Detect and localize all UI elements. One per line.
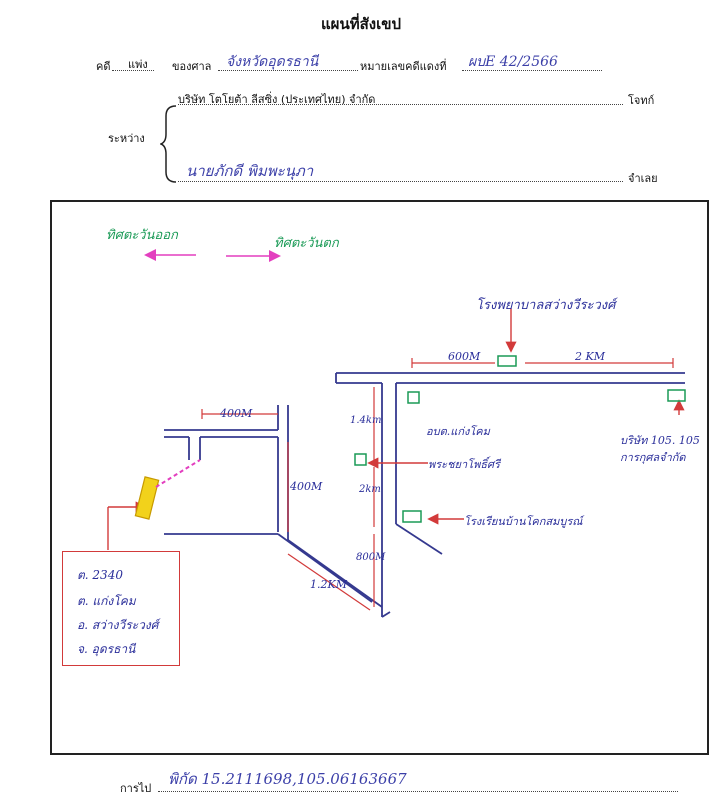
red-case-line bbox=[462, 70, 602, 71]
court-line bbox=[218, 70, 358, 71]
road-main-top bbox=[335, 372, 685, 384]
distance-2km-side: 2km bbox=[359, 484, 381, 495]
court-label: ของศาล bbox=[172, 60, 212, 73]
office-building-icon bbox=[407, 391, 420, 404]
distance-1-2km: 1.2KM bbox=[310, 578, 347, 591]
bracket bbox=[160, 105, 177, 183]
between-label: ระหว่าง bbox=[108, 132, 145, 145]
plaintiff-role: โจทก์ bbox=[628, 94, 655, 107]
plaintiff-name: บริษัท โตโยต้า ลีสซิ่ง (ประเทศไทย) จำกัด bbox=[178, 93, 376, 106]
distance-400m-side: 400M bbox=[290, 480, 323, 493]
note-line-4: จ. อุดรธานี bbox=[77, 642, 136, 656]
legend-left-label: ทิศตะวันออก bbox=[106, 228, 178, 243]
distance-600m: 600M bbox=[448, 350, 481, 363]
coords-value: พิกัด 15.2111698,105.06163667 bbox=[168, 770, 407, 788]
location-note-box: ต. 2340 ต. แก่งโคม อ. สว่างวีระวงศ์ จ. อ… bbox=[62, 551, 180, 666]
defendant-name: นายภักดี พิมพะนุภา bbox=[186, 162, 314, 180]
school-building-icon bbox=[402, 510, 422, 523]
company-label: บริษัท 105. 105 bbox=[620, 434, 700, 447]
note-line-3: อ. สว่างวีระวงศ์ bbox=[77, 618, 159, 632]
case-type-line bbox=[112, 70, 154, 71]
legend-right-label: ทิศตะวันตก bbox=[274, 236, 339, 251]
note-line-2: ต. แก่งโคม bbox=[77, 594, 136, 608]
note-line-1: ต. 2340 bbox=[77, 568, 123, 582]
red-case-value: ผบE 42/2566 bbox=[468, 54, 558, 70]
map-frame: ทิศตะวันออก ทิศตะวันตก โรงพยาบาลสว่างวีร… bbox=[50, 200, 709, 755]
defendant-line bbox=[178, 181, 623, 182]
coords-line bbox=[158, 791, 678, 792]
plaintiff-line bbox=[178, 104, 623, 105]
distance-400m-top: 400M bbox=[220, 407, 253, 420]
school-label: โรงเรียนบ้านโคกสมบูรณ์ bbox=[464, 515, 583, 528]
road-side-left bbox=[164, 405, 383, 608]
temple-label: พระชยาโพธิ์ศรี bbox=[428, 458, 500, 471]
house-location-icon bbox=[134, 476, 160, 520]
distance-1-4km: 1.4km bbox=[350, 415, 382, 426]
map-drawing bbox=[107, 249, 686, 618]
distance-800m: 800M bbox=[356, 552, 386, 563]
distance-2km: 2 KM bbox=[575, 350, 605, 363]
red-case-label: หมายเลขคดีแดงที่ bbox=[360, 60, 447, 73]
hospital-label: โรงพยาบาลสว่างวีระวงศ์ bbox=[476, 298, 616, 313]
company-building-icon bbox=[667, 389, 686, 402]
dimension-lines bbox=[201, 358, 674, 611]
office-label: อบต.แก่งโคม bbox=[426, 425, 490, 438]
house-access-path bbox=[155, 459, 201, 488]
hospital-building-icon bbox=[497, 355, 517, 367]
case-label: คดี bbox=[96, 60, 111, 73]
road-vertical-center bbox=[381, 383, 443, 618]
coords-label: การไป bbox=[120, 782, 152, 795]
company-sublabel: การกุศลจำกัด bbox=[620, 451, 686, 464]
page-title: แผนที่สังเขป bbox=[321, 15, 401, 33]
temple-building-icon bbox=[354, 453, 367, 466]
court-value: จังหวัดอุดรธานี bbox=[226, 54, 319, 70]
defendant-role: จำเลย bbox=[628, 172, 658, 185]
case-type: แพ่ง bbox=[128, 58, 148, 71]
